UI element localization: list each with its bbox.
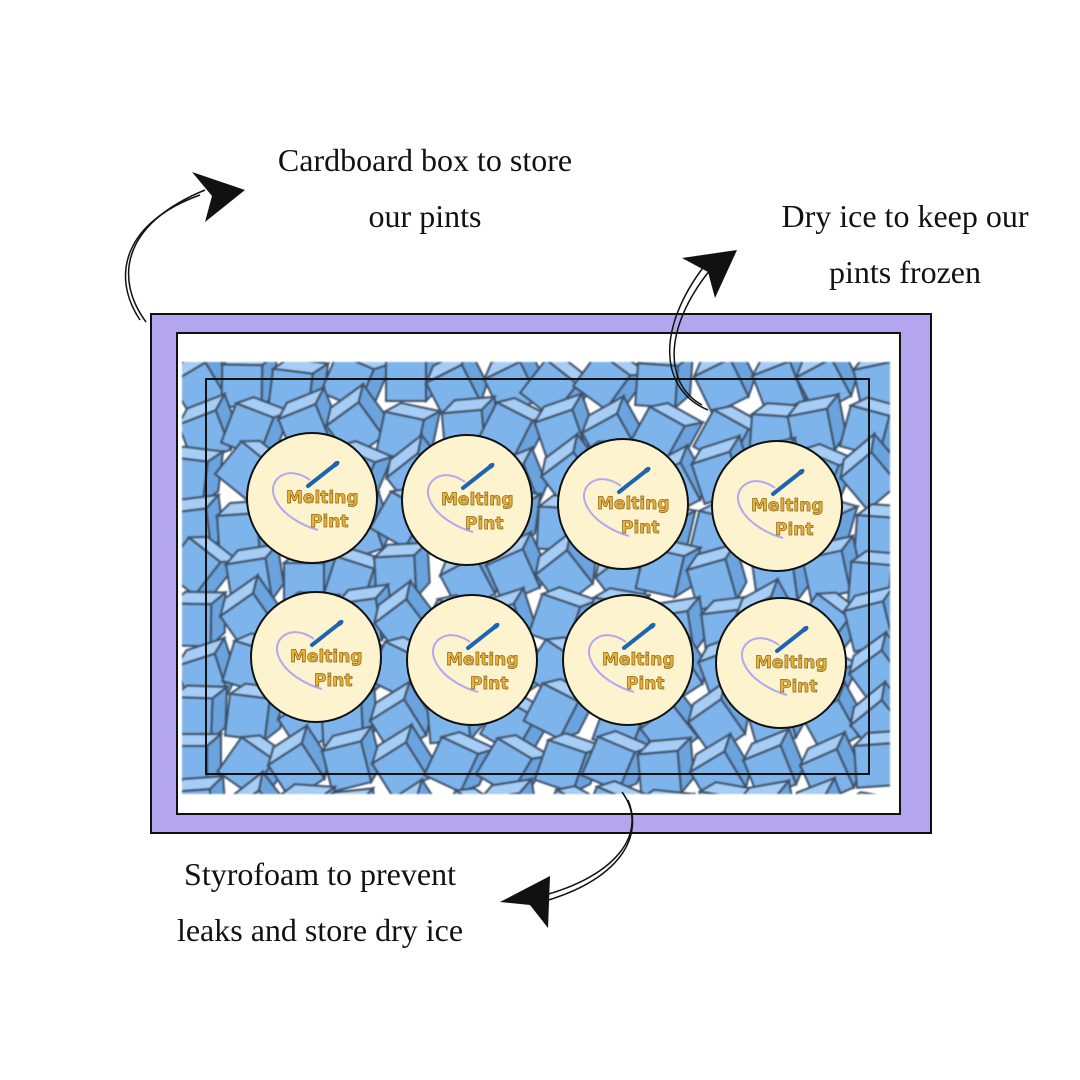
ice-cube-icon <box>847 629 890 709</box>
cardboard-label-line2: our pints <box>368 198 482 234</box>
cardboard-arrow-line <box>127 189 206 323</box>
styrofoam-label-line2: leaks and store dry ice <box>176 912 464 948</box>
ice-cube-icon <box>219 362 280 410</box>
ice-cube-icon <box>318 785 379 794</box>
dry-ice-arrow-line <box>669 264 709 411</box>
styrofoam-label-line1: Styrofoam to prevent <box>184 856 456 892</box>
ice-cube-icon <box>741 726 805 794</box>
pint-tray-outline <box>205 378 870 775</box>
cardboard-label-line1: Cardboard box to store <box>277 142 573 178</box>
ice-cube-icon <box>226 769 289 794</box>
logo-line2: Pint <box>779 677 818 698</box>
logo-line1: Melting <box>597 494 670 515</box>
ice-cube-icon <box>853 502 890 561</box>
logo-line2: Pint <box>310 512 349 533</box>
ice-cube-icon <box>785 776 850 794</box>
melting-pint-logo-icon <box>275 619 344 690</box>
ice-cube-icon <box>535 785 613 794</box>
styrofoam-arrowhead-icon <box>500 876 550 928</box>
dry-ice-label-line1: Dry ice to keep our <box>781 198 1029 234</box>
melting-pint-logo-icon <box>431 622 500 693</box>
logo-line2: Pint <box>621 518 660 539</box>
ice-cube-icon <box>734 778 797 794</box>
dry-ice-label: Dry ice to keep our pints frozen <box>740 188 1070 300</box>
ice-cube-icon <box>182 773 227 794</box>
ice-cube-icon <box>431 787 511 794</box>
logo-line1: Melting <box>441 490 514 511</box>
melting-pint-logo-icon <box>271 460 340 531</box>
logo-line1: Melting <box>290 647 363 668</box>
logo-line2: Pint <box>314 671 353 692</box>
melting-pint-logo-icon <box>736 468 805 539</box>
logo-line2: Pint <box>465 514 504 535</box>
logo-line2: Pint <box>470 674 509 695</box>
ice-cube-icon <box>182 445 227 506</box>
ice-cube-icon <box>182 684 230 743</box>
melting-pint-logo-icon <box>582 466 651 537</box>
logo-line2: Pint <box>626 674 665 695</box>
ice-cube-icon <box>635 788 697 794</box>
styrofoam-arrow-line-2 <box>529 799 634 906</box>
logo-line1: Melting <box>755 653 828 674</box>
cardboard-arrow-line-2 <box>124 194 201 321</box>
dry-ice-arrow-line-2 <box>673 269 711 406</box>
cardboard-arrowhead-icon <box>192 172 245 222</box>
cardboard-label: Cardboard box to store our pints <box>230 132 620 244</box>
ice-cube-icon <box>384 362 441 404</box>
melting-pint-logo-icon <box>587 622 656 693</box>
logo-line1: Melting <box>446 650 519 671</box>
dry-ice-label-line2: pints frozen <box>829 254 981 290</box>
ice-cube-icon <box>182 590 228 650</box>
ice-cube-icon <box>477 776 539 794</box>
melting-pint-logo-icon <box>740 625 809 696</box>
logo-line2: Pint <box>775 520 814 541</box>
ice-cube-icon <box>851 728 890 789</box>
styrofoam-label: Styrofoam to prevent leaks and store dry… <box>140 846 500 958</box>
ice-cube-icon <box>277 783 338 794</box>
ice-cube-icon <box>579 780 655 794</box>
logo-line1: Melting <box>751 496 824 517</box>
melting-pint-logo-icon <box>426 462 495 533</box>
logo-line1: Melting <box>286 488 359 509</box>
ice-cube-icon <box>692 362 757 415</box>
dry-ice-arrowhead-icon <box>682 250 737 298</box>
ice-cube-icon <box>381 777 445 794</box>
logo-line1: Melting <box>602 650 675 671</box>
